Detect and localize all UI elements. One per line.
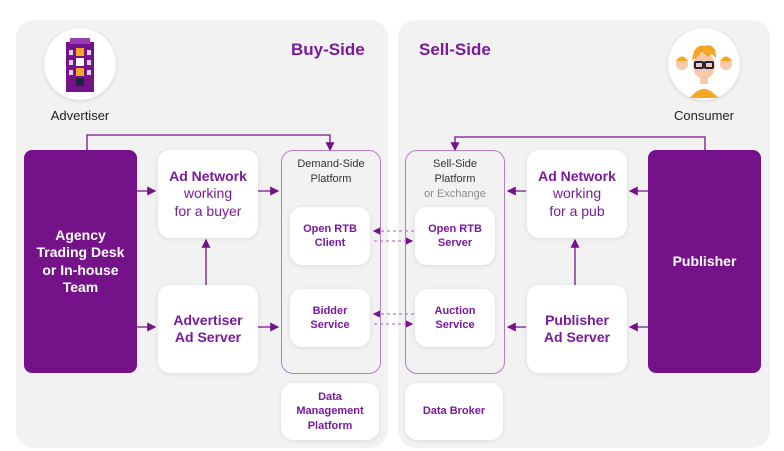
agency-line-2: Trading Desk <box>36 244 125 260</box>
advertiser-label: Advertiser <box>50 108 110 123</box>
dmp-line-3: Platform <box>307 419 353 432</box>
auction-service-line-2: Service <box>435 319 475 331</box>
publisher-ad-server-card[interactable]: Publisher Ad Server <box>527 285 627 373</box>
agency-line-4: Team <box>62 279 99 295</box>
ssp-label-line-2: Platform <box>434 172 476 185</box>
agency-line-1: Agency <box>55 226 106 243</box>
buy-ad-network-card[interactable]: Ad Network working for a buyer <box>158 150 258 238</box>
open-rtb-server-line-1: Open RTB <box>428 222 482 235</box>
sell-ad-network-card[interactable]: Ad Network working for a pub <box>527 150 627 238</box>
sell-ad-network-line-2: for a pub <box>549 202 605 219</box>
dsp-label: Demand-Side Platform <box>281 157 381 187</box>
consumer-face-icon <box>676 45 732 98</box>
bidder-service-line-2: Service <box>310 319 350 331</box>
bidder-service-card[interactable]: Bidder Service <box>290 289 370 347</box>
data-broker-label: Data Broker <box>422 405 486 418</box>
publisher-ad-server-line-2: Ad Server <box>543 329 611 345</box>
agency-line-3: or In-house <box>42 261 119 278</box>
advertiser-ad-server-line-2: Ad Server <box>174 329 242 345</box>
publisher-block[interactable]: Publisher <box>648 150 761 373</box>
agency-block[interactable]: Agency Trading Desk or In-house Team <box>24 150 137 373</box>
buy-ad-network-title: Ad Network <box>169 167 247 184</box>
dsp-container <box>281 150 381 374</box>
publisher-ad-server-line-1: Publisher <box>545 311 609 328</box>
dsp-label-line-2: Platform <box>310 172 352 185</box>
ssp-label: Sell-Side Platform or Exchange <box>405 157 505 202</box>
sell-ad-network-line-1: working <box>552 185 602 202</box>
dmp-line-2: Management <box>296 405 364 418</box>
advertiser-avatar <box>44 28 116 100</box>
consumer-label: Consumer <box>674 108 734 123</box>
dsp-label-line-1: Demand-Side <box>297 158 365 170</box>
advertiser-ad-server-line-1: Advertiser <box>173 311 243 328</box>
buy-ad-network-line-1: working <box>183 185 233 202</box>
ssp-container <box>405 150 505 374</box>
buy-ad-network-line-2: for a buyer <box>174 202 242 219</box>
open-rtb-client-line-1: Open RTB <box>303 222 357 235</box>
ssp-label-line-3: or Exchange <box>424 187 486 200</box>
publisher-label: Publisher <box>672 252 737 269</box>
bidder-service-line-1: Bidder <box>312 304 348 317</box>
ssp-label-line-1: Sell-Side <box>432 158 478 170</box>
buy-side-title: Buy-Side <box>291 40 365 59</box>
auction-service-card[interactable]: Auction Service <box>415 289 495 347</box>
consumer-avatar <box>668 28 740 100</box>
advertiser-ad-server-card[interactable]: Advertiser Ad Server <box>158 285 258 373</box>
open-rtb-client-line-2: Client <box>314 237 346 249</box>
data-broker-card[interactable]: Data Broker <box>405 383 503 440</box>
auction-service-line-1: Auction <box>434 304 476 317</box>
sell-side-title: Sell-Side <box>419 40 491 59</box>
building-icon <box>66 38 94 92</box>
sell-ad-network-title: Ad Network <box>538 167 616 184</box>
open-rtb-server-line-2: Server <box>437 237 473 249</box>
dmp-card[interactable]: Data Management Platform <box>281 383 379 440</box>
dmp-line-1: Data <box>318 391 342 404</box>
open-rtb-client-card[interactable]: Open RTB Client <box>290 207 370 265</box>
open-rtb-server-card[interactable]: Open RTB Server <box>415 207 495 265</box>
